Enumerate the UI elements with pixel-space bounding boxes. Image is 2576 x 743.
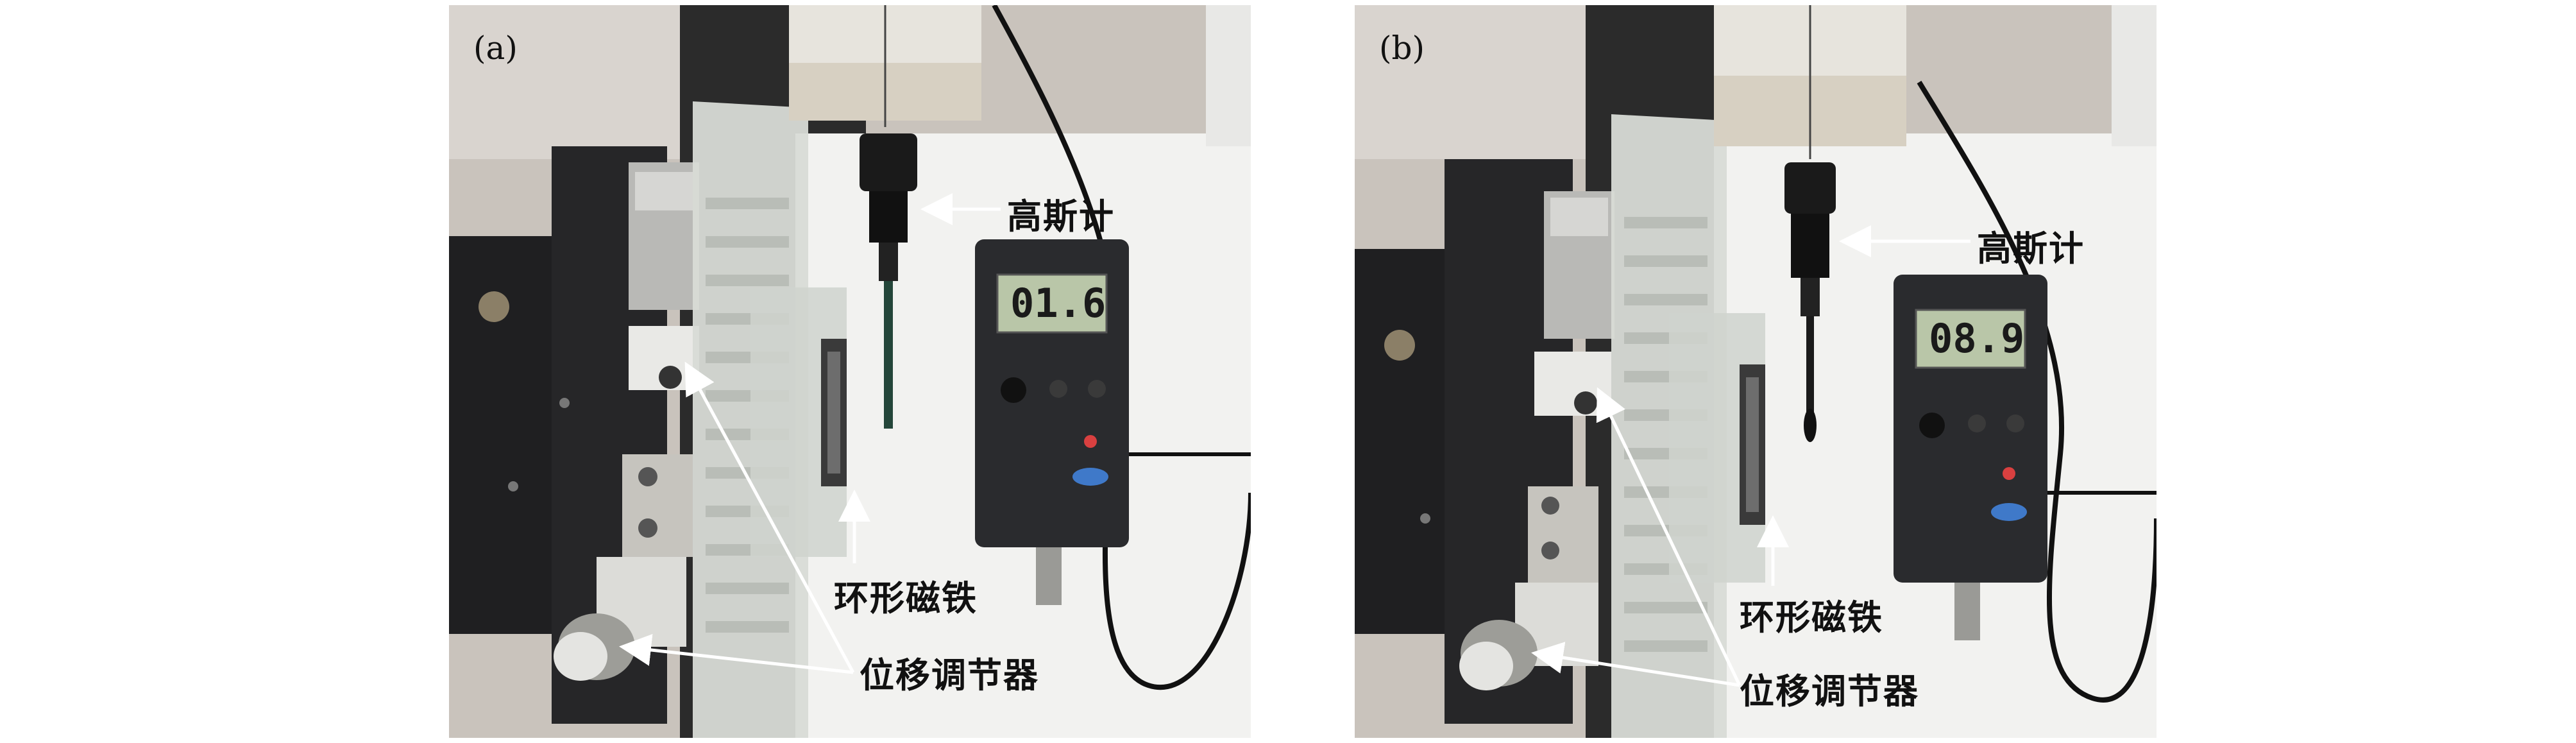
arrow-to-micrometer [1596, 387, 1741, 687]
photo-scene-b: 08.9 [1355, 5, 2157, 738]
meter-reading-text-a: 01.6 [1010, 280, 1106, 327]
arrow-to-micrometer [684, 361, 855, 674]
ring-magnet-label: 环形磁铁 [834, 578, 978, 619]
callout-arrows-a [619, 193, 1001, 674]
callout-arrows-b [1531, 225, 1970, 687]
arrow-to-knob [1531, 642, 1740, 687]
displacement-adjuster-label: 位移调节器 [1740, 671, 1919, 712]
photo-panel-b: 08.9 (b) 高斯计 环形磁铁 位移调节器 [1355, 5, 2157, 738]
panel-label: (a) [473, 30, 518, 67]
gaussmeter-label: 高斯计 [1977, 228, 2085, 269]
arrow-to-knob [619, 634, 854, 674]
photo-scene-a: 01.6 [449, 5, 1251, 738]
meter-reading-text-b: 08.9 [1929, 315, 2024, 362]
displacement-adjuster-label: 位移调节器 [860, 655, 1039, 696]
gaussmeter-label: 高斯计 [1007, 196, 1115, 237]
photo-panel-a: 01.6 (a) 高斯计 环形磁铁 位移调节器 [449, 5, 1251, 738]
panel-label: (b) [1379, 30, 1425, 67]
ring-magnet-label: 环形磁铁 [1740, 597, 1883, 638]
